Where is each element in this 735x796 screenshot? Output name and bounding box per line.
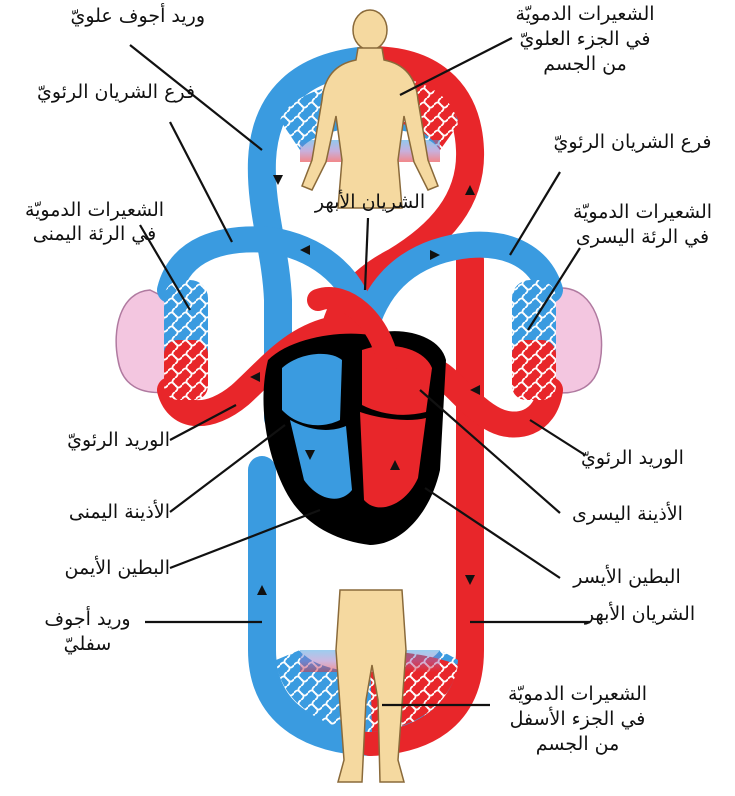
right-atrium — [282, 354, 342, 425]
label-lower-capillaries-2: في الجزء الأسفل — [490, 707, 665, 731]
label-lower-capillaries-1: الشعيرات الدمويّة — [490, 682, 665, 706]
upper-body-figure — [302, 10, 438, 208]
label-aorta-bottom: الشريان الأبهر — [560, 602, 720, 626]
label-upper-capillaries-2: في الجزء العلويّ — [505, 27, 665, 51]
label-upper-capillaries-1: الشعيرات الدمويّة — [505, 2, 665, 26]
label-pulmonary-artery-branch-right: فرع الشريان الرئويّ — [10, 80, 195, 104]
label-right-lung-capillaries-2: في الرئة اليمنى — [12, 222, 177, 246]
label-lower-capillaries-3: من الجسم — [490, 732, 665, 756]
label-pulmonary-vein-left: الوريد الرئويّ — [555, 446, 710, 470]
label-right-lung-capillaries-1: الشعيرات الدمويّة — [12, 198, 177, 222]
label-inferior-vena-cava-1: وريد أجوف — [30, 607, 145, 631]
label-upper-capillaries-3: من الجسم — [505, 52, 665, 76]
label-left-ventricle: البطين الأيسر — [552, 565, 702, 589]
label-pulmonary-vein-right: الوريد الرئويّ — [20, 428, 170, 452]
right-lung — [116, 290, 170, 393]
label-left-lung-capillaries-1: الشعيرات الدمويّة — [560, 200, 725, 224]
label-left-lung-capillaries-2: في الرئة اليسرى — [560, 225, 725, 249]
label-pulmonary-artery-branch-left: فرع الشريان الرئويّ — [540, 130, 725, 154]
left-lung — [550, 288, 602, 393]
label-inferior-vena-cava-2: سفليّ — [30, 632, 145, 656]
label-aorta-top: الشريان الأبهر — [300, 190, 440, 214]
label-superior-vena-cava: وريد أجوف علويّ — [25, 4, 205, 28]
label-left-atrium: الأذينة اليسرى — [550, 502, 705, 526]
label-right-atrium: الأذينة اليمنى — [10, 500, 170, 524]
label-right-ventricle: البطين الأيمن — [10, 556, 170, 580]
